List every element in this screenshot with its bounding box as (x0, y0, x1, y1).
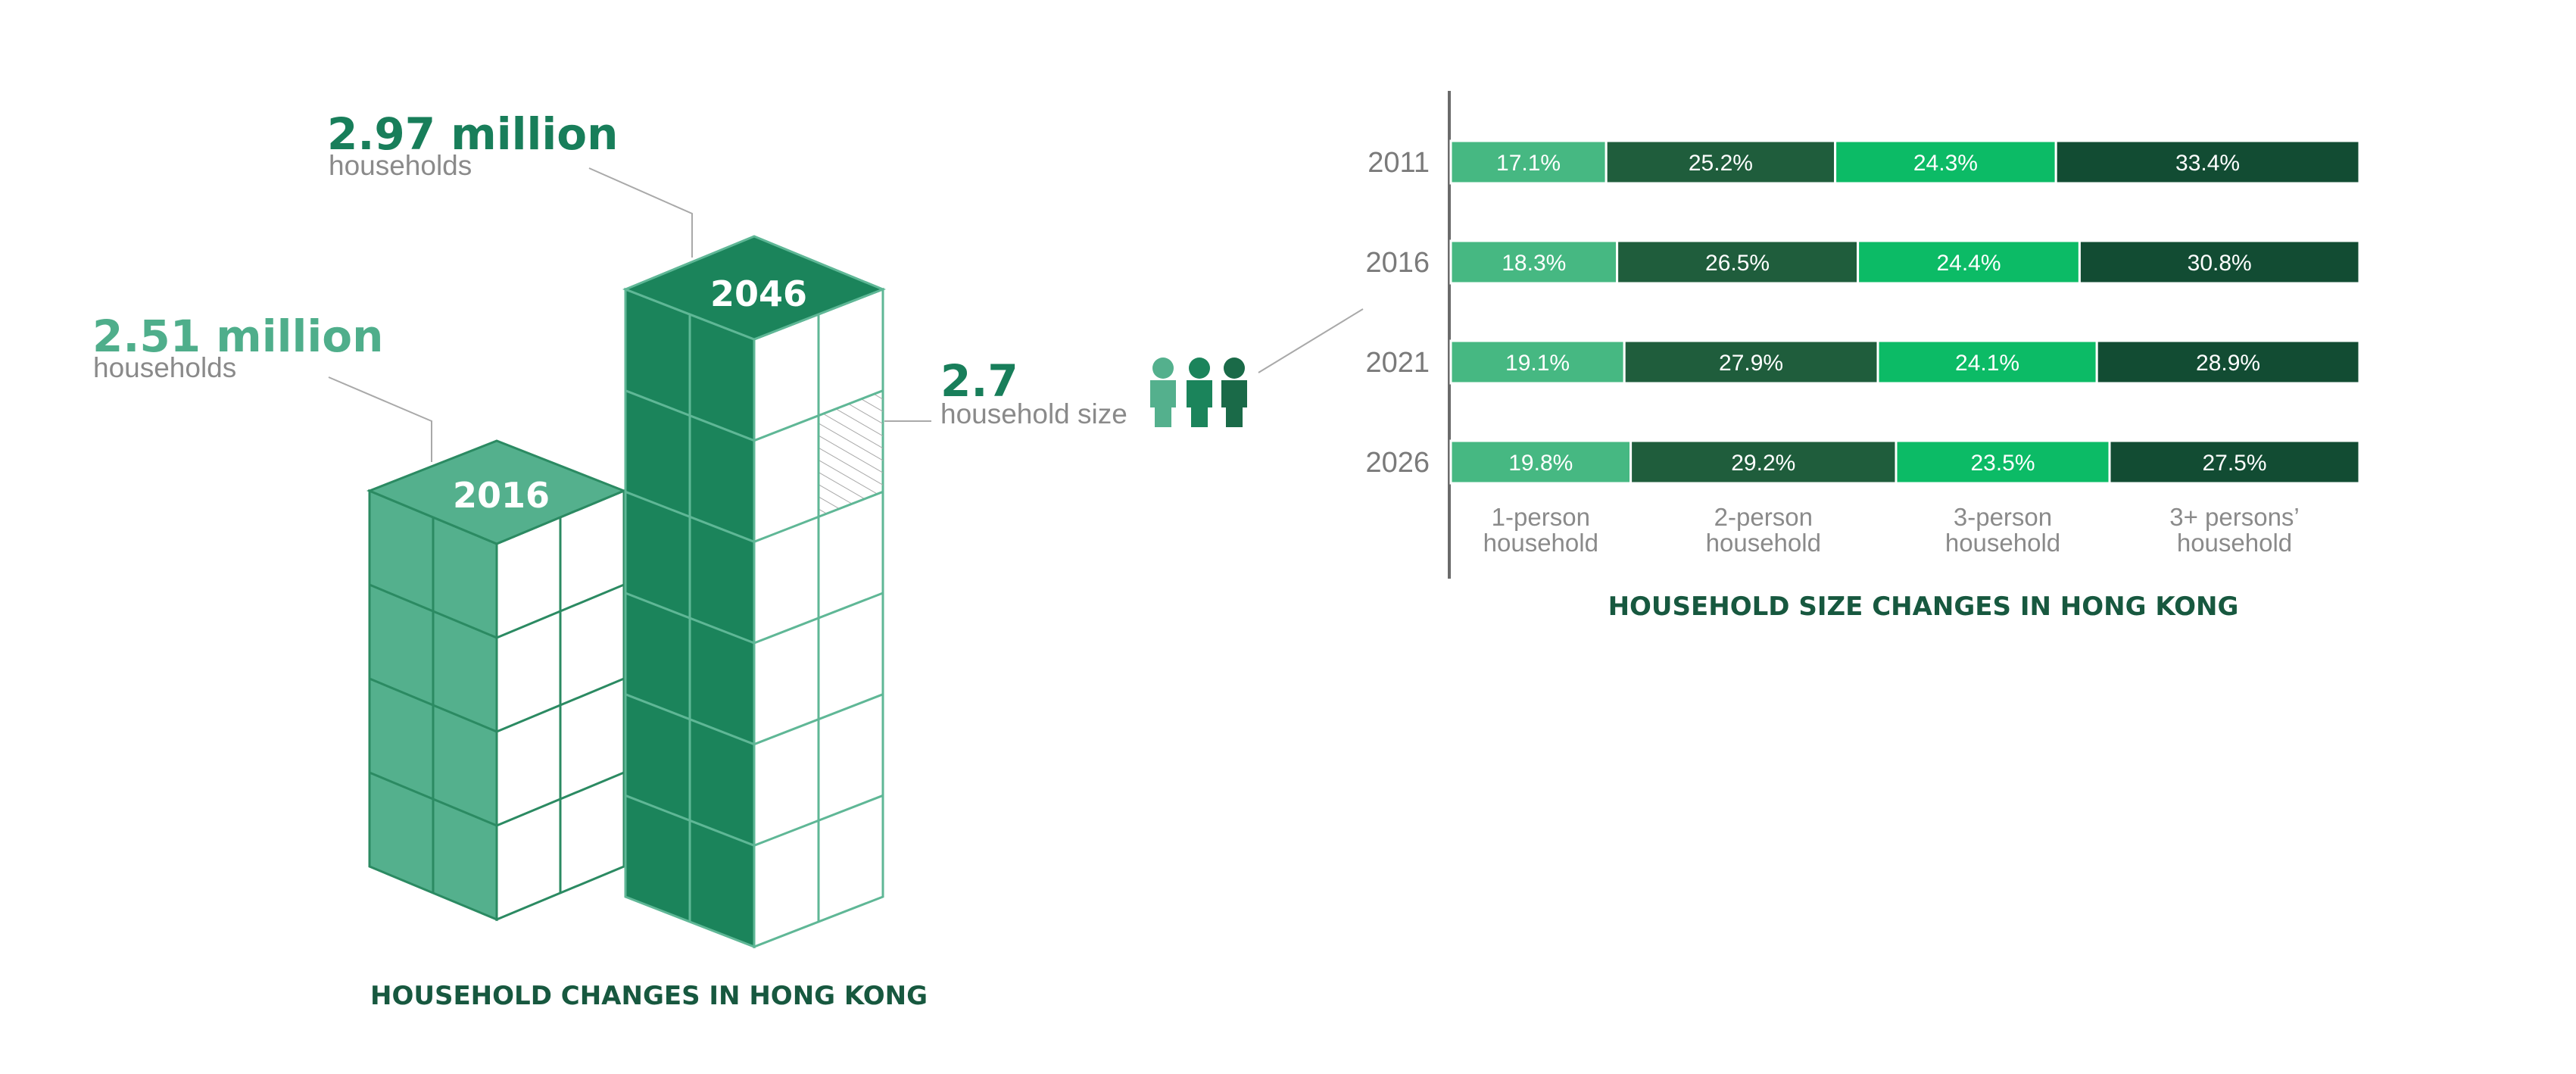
data-label: 19.1% (1505, 351, 1570, 376)
person-icon (1150, 357, 1176, 427)
building-roof (366, 439, 627, 545)
legend-label-line: 1-person (1492, 503, 1590, 531)
chart-title: HOUSEHOLD SIZE CHANGES IN HONG KONG (1608, 592, 2239, 622)
households-2016-value: 2.51 million (92, 311, 384, 362)
person-head (1224, 357, 1245, 379)
bar-segment (1616, 239, 1860, 285)
data-label: 27.5% (2202, 451, 2266, 476)
bar-segment (1449, 339, 1626, 385)
data-label: 24.3% (1913, 151, 1978, 176)
person-head (1189, 357, 1210, 379)
data-label: 33.4% (2175, 151, 2240, 176)
building-year-label: 2046 (710, 273, 807, 314)
data-label: 23.5% (1970, 451, 2035, 476)
y-tick-label: 2026 (1365, 447, 1430, 479)
household-size-chart: 2011 17.1% 25.2% 24.3% 33.4% 2016 18.3% 26.5% 24… (1365, 91, 2361, 622)
household-changes-caption: HOUSEHOLD CHANGES IN HONG KONG (370, 981, 928, 1011)
building-roof (622, 235, 887, 341)
bar-segment (2095, 339, 2361, 385)
households-2046-unit: households (329, 150, 472, 181)
leader-line-2046 (588, 167, 693, 258)
building-2016: 2016 (366, 439, 627, 922)
data-label: 24.4% (1936, 251, 2001, 276)
legend-label: 3+ persons’household (2169, 503, 2300, 557)
y-tick-label: 2021 (1365, 347, 1430, 379)
person-body (1187, 380, 1212, 427)
data-label: 24.1% (1955, 351, 2019, 376)
legend-label-line: household (1706, 529, 1821, 557)
bar-segment (1623, 339, 1879, 385)
person-icon (1187, 357, 1212, 427)
household-size-label: household size (940, 398, 1127, 429)
households-2016-unit: households (93, 352, 237, 383)
building-2046: 2046 (622, 235, 887, 949)
legend-label-line: 3+ persons’ (2169, 503, 2300, 531)
data-label: 26.5% (1705, 251, 1770, 276)
data-label: 19.8% (1508, 451, 1573, 476)
households-2046-value: 2.97 million (327, 108, 619, 160)
legend-label-line: household (1945, 529, 2060, 557)
legend-label-line: 3-person (1954, 503, 2052, 531)
person-head (1152, 357, 1174, 379)
person-body (1150, 380, 1176, 427)
bar-segment (1834, 139, 2057, 185)
data-label: 18.3% (1502, 251, 1566, 276)
household-size-value: 2.7 (940, 355, 1018, 407)
legend-label-line: 2-person (1714, 503, 1813, 531)
data-label: 28.9% (2196, 351, 2260, 376)
legend-label-line: household (1483, 529, 1598, 557)
leader-line-to-chart (1258, 308, 1364, 373)
bar-segment (2108, 439, 2361, 485)
data-label: 27.9% (1719, 351, 1783, 376)
data-label: 17.1% (1496, 151, 1561, 176)
data-label: 25.2% (1689, 151, 1753, 176)
bar-segment (2078, 239, 2361, 285)
y-tick-label: 2011 (1368, 147, 1430, 179)
person-icon (1221, 357, 1247, 427)
bar-segment (2054, 139, 2361, 185)
three-person-icon (1150, 357, 1247, 427)
person-body (1221, 380, 1247, 427)
leader-line-2016 (328, 376, 432, 462)
building-year-label: 2016 (453, 475, 550, 516)
hatched-cell (819, 390, 883, 517)
y-tick-label: 2016 (1365, 247, 1430, 279)
data-label: 29.2% (1731, 451, 1795, 476)
data-label: 30.8% (2188, 251, 2252, 276)
legend-label-line: household (2177, 529, 2292, 557)
